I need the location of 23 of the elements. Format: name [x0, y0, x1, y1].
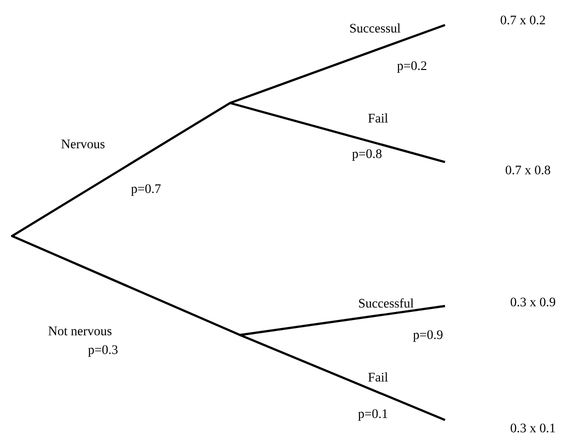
branch-line: [11, 102, 231, 237]
probability-label: p=0.3: [86, 344, 120, 358]
branch-line: [12, 235, 240, 336]
edge-label: Nervous: [60, 138, 106, 150]
edge-label: Successful: [357, 297, 415, 309]
branch-line: [240, 304, 446, 336]
outcome-text: 0.7 x 0.2: [500, 16, 545, 24]
probability-label: p=0.9: [412, 329, 444, 343]
edge-label: Not nervous: [47, 326, 113, 336]
branch-line: [230, 102, 446, 164]
probability-label: p=0.1: [356, 408, 390, 422]
edge-label: Fail: [366, 112, 390, 124]
outcome-text: 0.3 x 0.9: [510, 298, 556, 306]
branch-line: [240, 334, 446, 422]
branch-line: [230, 24, 446, 104]
branch-point: [10, 234, 14, 238]
probability-label: p=0.2: [396, 60, 428, 74]
outcome-text: 0.7 x 0.8: [506, 166, 550, 174]
edge-label: Fail: [366, 371, 390, 383]
edge-label: Successul: [348, 22, 402, 34]
probability-label: p=0.7: [130, 183, 162, 197]
probability-label: p=0.8: [350, 148, 384, 162]
outcome-text: 0.3 x 0.1: [510, 424, 555, 432]
